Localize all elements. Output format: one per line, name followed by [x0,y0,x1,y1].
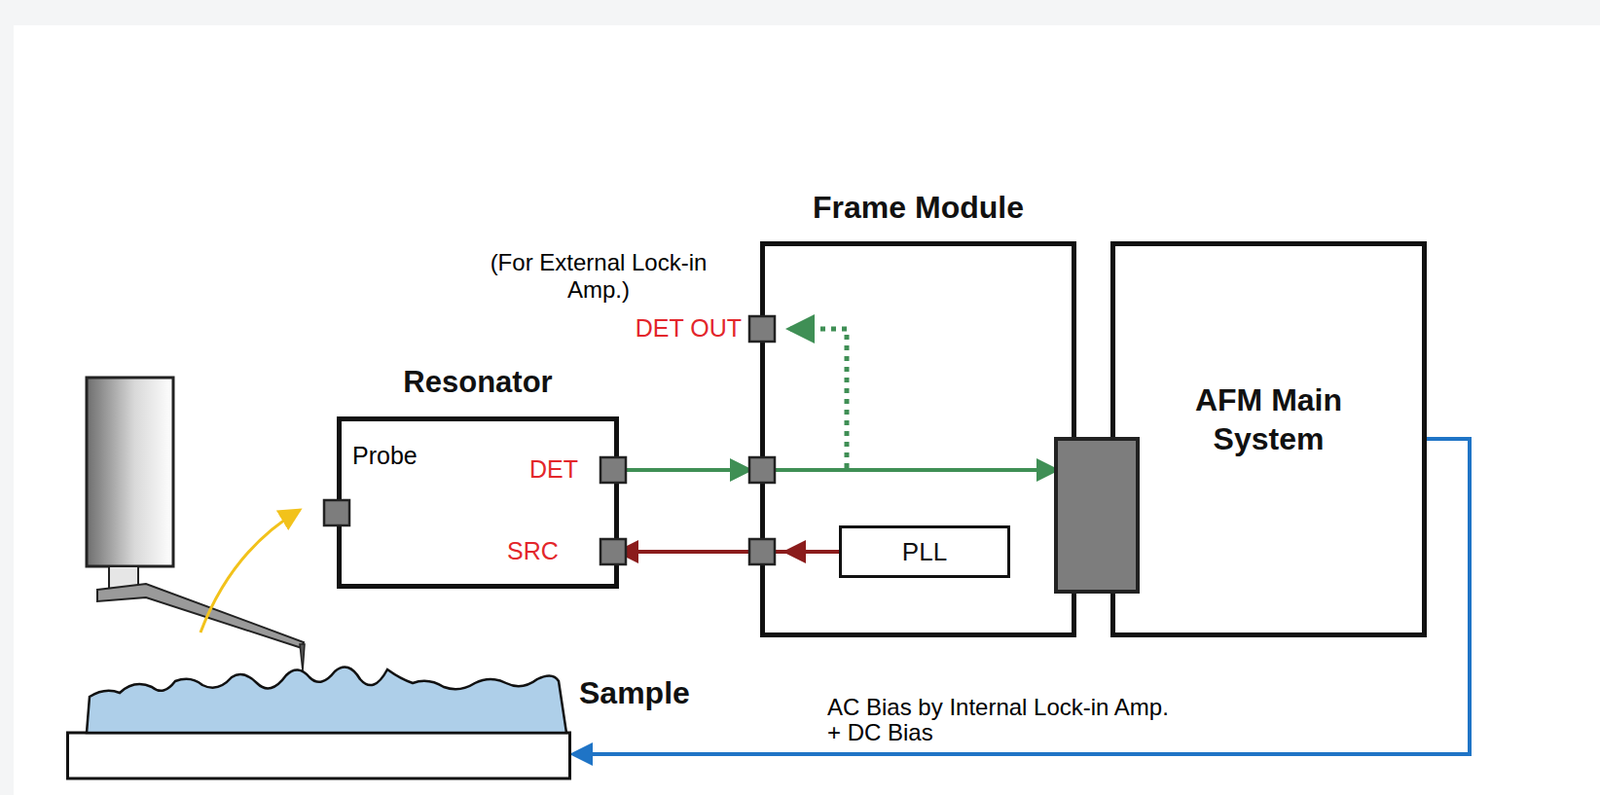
probe-holder [86,377,174,567]
node-title: Frame Module [764,189,1072,226]
pll-box: PLL [838,525,1011,579]
system-connector [1055,438,1138,592]
det-out-branch [790,328,847,469]
sample-surface [86,667,567,734]
node-title: PLL [841,528,1008,576]
port-label: SRC [507,537,585,566]
sample-shape [66,657,572,781]
sample: Sample [66,657,572,781]
node-title: Resonator [341,364,615,400]
signal-connector [573,438,1470,755]
port-label: Probe [352,441,460,471]
port-det [600,457,626,483]
substrate [68,732,571,779]
note-text: (For External Lock-in Amp.) [476,249,721,303]
signal-connector [618,468,1056,473]
frame-module: Frame ModulePLL [760,241,1077,638]
port-label: DET [529,455,594,484]
node-title: AFM Main System [1176,380,1362,459]
port-label: DET OUT [574,314,742,343]
edge-label: AC Bias by Internal Lock-in Amp. + DC Bi… [825,694,1177,747]
afm-main-system: AFM Main System [1110,241,1427,638]
probe-arrow [200,509,300,633]
port-src [600,539,626,565]
cantilever [97,583,304,649]
node-title: Sample [579,675,691,712]
probe-tip [299,644,305,672]
signal-connector [618,549,839,554]
